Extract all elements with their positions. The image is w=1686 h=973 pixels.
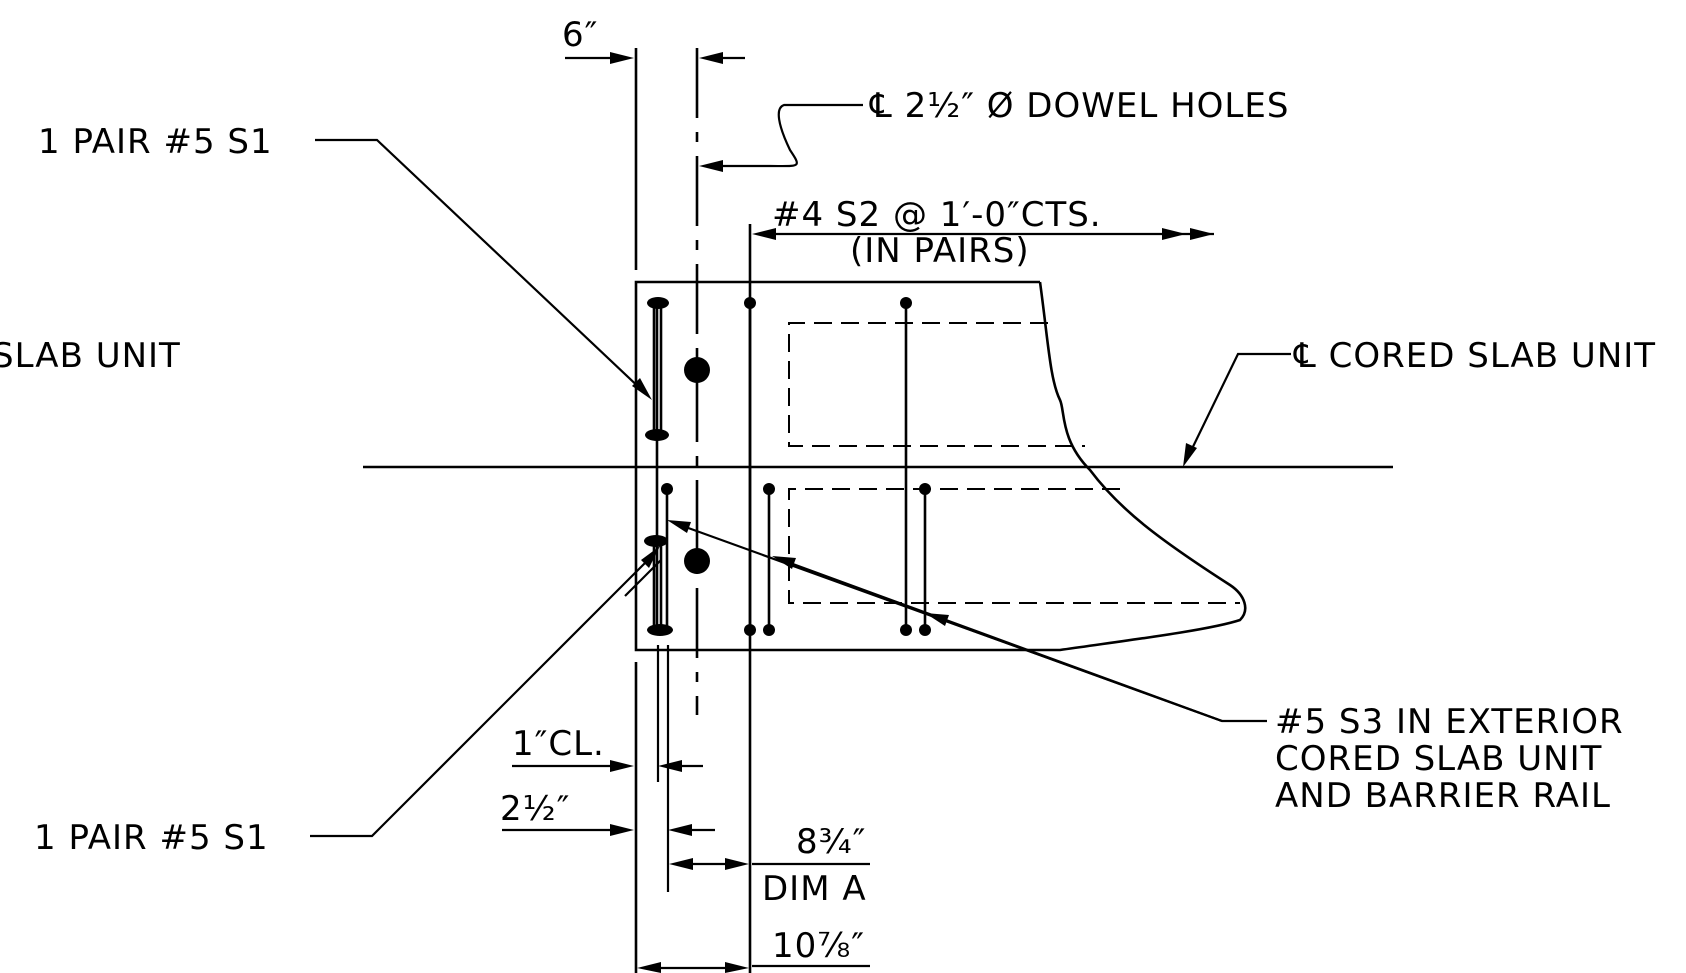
dowel-hole-upper (684, 357, 710, 383)
dim-8-3-4-arrowhead-right (725, 858, 749, 870)
dim-8-3-4-arrowhead-left (669, 858, 693, 870)
dim-1in-cl-arrowhead-left (610, 760, 634, 772)
slab-outline (634, 280, 1247, 652)
cored-slab-unit-arrowhead (1183, 443, 1197, 467)
s1-bar-end-4 (647, 624, 673, 636)
dim-2half-arrowhead-right (668, 824, 692, 836)
s2-bar-left-b-top (763, 483, 775, 495)
dim-6in-label: 6″ (562, 15, 598, 55)
dim-6in-arrowhead-left (610, 52, 634, 64)
dim-10-7-8-arrowhead-right (725, 962, 749, 973)
pair-s1-top-arrowhead (632, 378, 652, 400)
s2-bar-right-b-bottom (919, 624, 931, 636)
pair-s1-bottom-leader-branch (624, 559, 662, 597)
slab-unit-left-label: SLAB UNIT (0, 336, 181, 376)
dim-1in-cl-arrowhead-right (658, 760, 682, 772)
s3-label-line-3: AND BARRIER RAIL (1275, 776, 1611, 816)
dim-10-7-8-label: 10⅞″ (772, 926, 865, 966)
pair-s1-bottom-leader (310, 552, 656, 838)
dowel-holes-arrowhead (699, 160, 723, 172)
dim-8-3-4-label: 8¾″ (796, 822, 866, 862)
dowel-holes-label: ℄ 2½″ Ø DOWEL HOLES (869, 86, 1289, 126)
s2-bar-right-a-top (900, 297, 912, 309)
s3-bar-end-top (661, 483, 673, 495)
dowel-hole-lower (684, 548, 710, 574)
s2-in-pairs-label: (IN PAIRS) (850, 231, 1030, 271)
pair-s1-bottom-arrowhead (641, 546, 660, 568)
s2-spacing-arrowhead-left (752, 228, 776, 240)
s2-bar-left-a-top (744, 297, 756, 309)
s3-arrowhead-branch-2 (925, 613, 949, 626)
dim-2half-arrowhead-left (610, 824, 634, 836)
s2-spacing-label: #4 S2 @ 1′-0″CTS. (772, 195, 1102, 235)
dim-2half-label: 2½″ (500, 789, 570, 829)
dim-1in-cl-label: 1″CL. (512, 724, 605, 764)
s3-arrowhead-main (667, 520, 691, 533)
dim-6in-arrowhead-right (699, 52, 723, 64)
s3-leader-branch-2 (934, 615, 1223, 723)
s3-label-line-1: #5 S3 IN EXTERIOR (1275, 702, 1624, 742)
upper-core-void (788, 322, 1085, 447)
s3-label-line-2: CORED SLAB UNIT (1275, 739, 1602, 779)
cored-slab-unit-label: ℄ CORED SLAB UNIT (1293, 336, 1656, 376)
dim-a-label: DIM A (762, 869, 867, 909)
s2-spacing-arrowhead-right-2 (1162, 228, 1186, 240)
pair-s1-bottom-label: 1 PAIR #5 S1 (34, 818, 269, 858)
s1-bar-end-1 (647, 297, 669, 309)
cored-slab-unit-leader (1187, 352, 1291, 458)
s2-bar-right-b-top (919, 483, 931, 495)
s2-bar-left-a-bottom (744, 624, 756, 636)
dim-10-7-8-arrowhead-left (637, 962, 661, 973)
s1-bar-end-3 (644, 535, 668, 547)
s2-bar-right-a-bottom (900, 624, 912, 636)
pair-s1-top-label: 1 PAIR #5 S1 (38, 122, 273, 162)
s3-arrowhead-branch-1 (772, 556, 796, 569)
s2-spacing-arrowhead-right (1190, 228, 1214, 240)
pair-s1-top-leader (315, 138, 646, 394)
s1-bar-end-2 (645, 429, 669, 441)
dowel-holes-leader (712, 103, 863, 168)
lower-core-void (788, 488, 1240, 604)
s2-bar-left-b-bottom (763, 624, 775, 636)
